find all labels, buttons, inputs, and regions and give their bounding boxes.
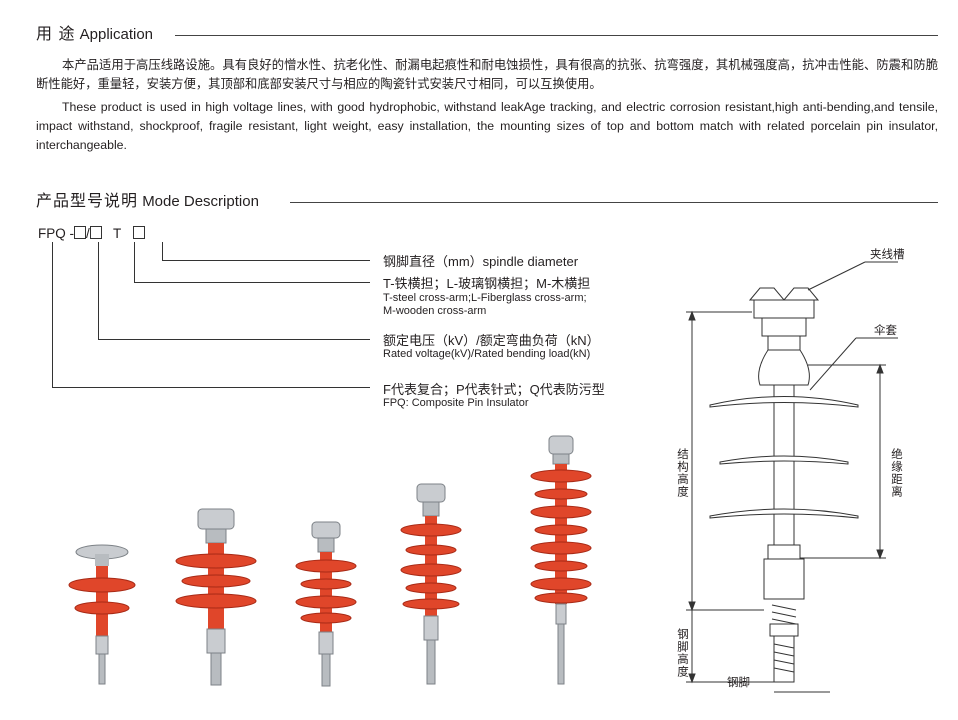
label-pin: 钢脚 — [727, 677, 750, 689]
leader-diameter-h — [162, 260, 370, 261]
label-structure-height: 结构高度 — [676, 448, 688, 498]
model-code-box-diameter — [132, 226, 145, 239]
leader-diameter-v — [162, 242, 163, 260]
desc-crossarm-zh: T-铁横担；L-玻璃钢横担；M-木横担 — [383, 276, 591, 291]
label-insulation-distance: 绝缘距离 — [890, 448, 902, 498]
application-heading: 用 途 Application — [36, 20, 153, 44]
leader-type-h — [52, 387, 370, 388]
product-photo-1 — [68, 544, 136, 685]
desc-crossarm-en: T-steel cross-arm;L-Fiberglass cross-arm… — [383, 292, 587, 304]
product-photo-2 — [175, 508, 257, 686]
label-clamp-groove: 夹线槽 — [870, 249, 905, 261]
mode-heading: 产品型号说明 Mode Description — [36, 187, 259, 211]
model-code-t: T — [113, 226, 122, 241]
leader-type-v — [52, 242, 53, 387]
application-paragraph-zh: 本产品适用于高压线路设施。具有良好的憎水性、抗老化性、耐漏电起痕性和耐电蚀损性，… — [36, 58, 938, 91]
model-code: FPQ - / T — [38, 226, 145, 241]
application-heading-en: Application — [79, 26, 154, 43]
product-photo-5 — [530, 435, 592, 685]
leader-voltage-v — [98, 242, 99, 339]
leader-crossarm-h — [134, 282, 370, 283]
model-code-slash: / — [86, 226, 90, 241]
model-code-box-load — [89, 226, 102, 239]
desc-voltage-zh: 额定电压（kV）/额定弯曲负荷（kN） — [383, 333, 600, 348]
desc-voltage-en: Rated voltage(kV)/Rated bending load(kN) — [383, 348, 591, 360]
desc-type-en: FPQ: Composite Pin Insulator — [383, 397, 529, 409]
product-photo-3 — [295, 521, 357, 687]
mode-heading-en: Mode Description — [142, 193, 259, 210]
desc-type-zh: F代表复合；P代表针式；Q代表防污型 — [383, 382, 605, 397]
model-code-box-voltage — [74, 226, 86, 239]
model-code-prefix: FPQ - — [38, 226, 74, 241]
leader-voltage-h — [98, 339, 370, 340]
mode-heading-zh: 产品型号说明 — [36, 193, 139, 210]
desc-crossarm-en2: M-wooden cross-arm — [383, 305, 487, 317]
leader-crossarm-v — [134, 242, 135, 282]
label-pin-height: 钢脚高度 — [676, 628, 688, 678]
application-heading-zh: 用 途 — [36, 26, 76, 43]
application-paragraph-en: These product is used in high voltage li… — [36, 100, 938, 152]
application-heading-rule — [175, 35, 938, 36]
insulator-technical-drawing — [686, 261, 898, 693]
mode-heading-rule — [290, 202, 938, 203]
label-shed-sleeve: 伞套 — [874, 325, 897, 337]
product-photo-4 — [400, 483, 462, 685]
desc-diameter: 钢脚直径（mm）spindle diameter — [383, 254, 579, 269]
